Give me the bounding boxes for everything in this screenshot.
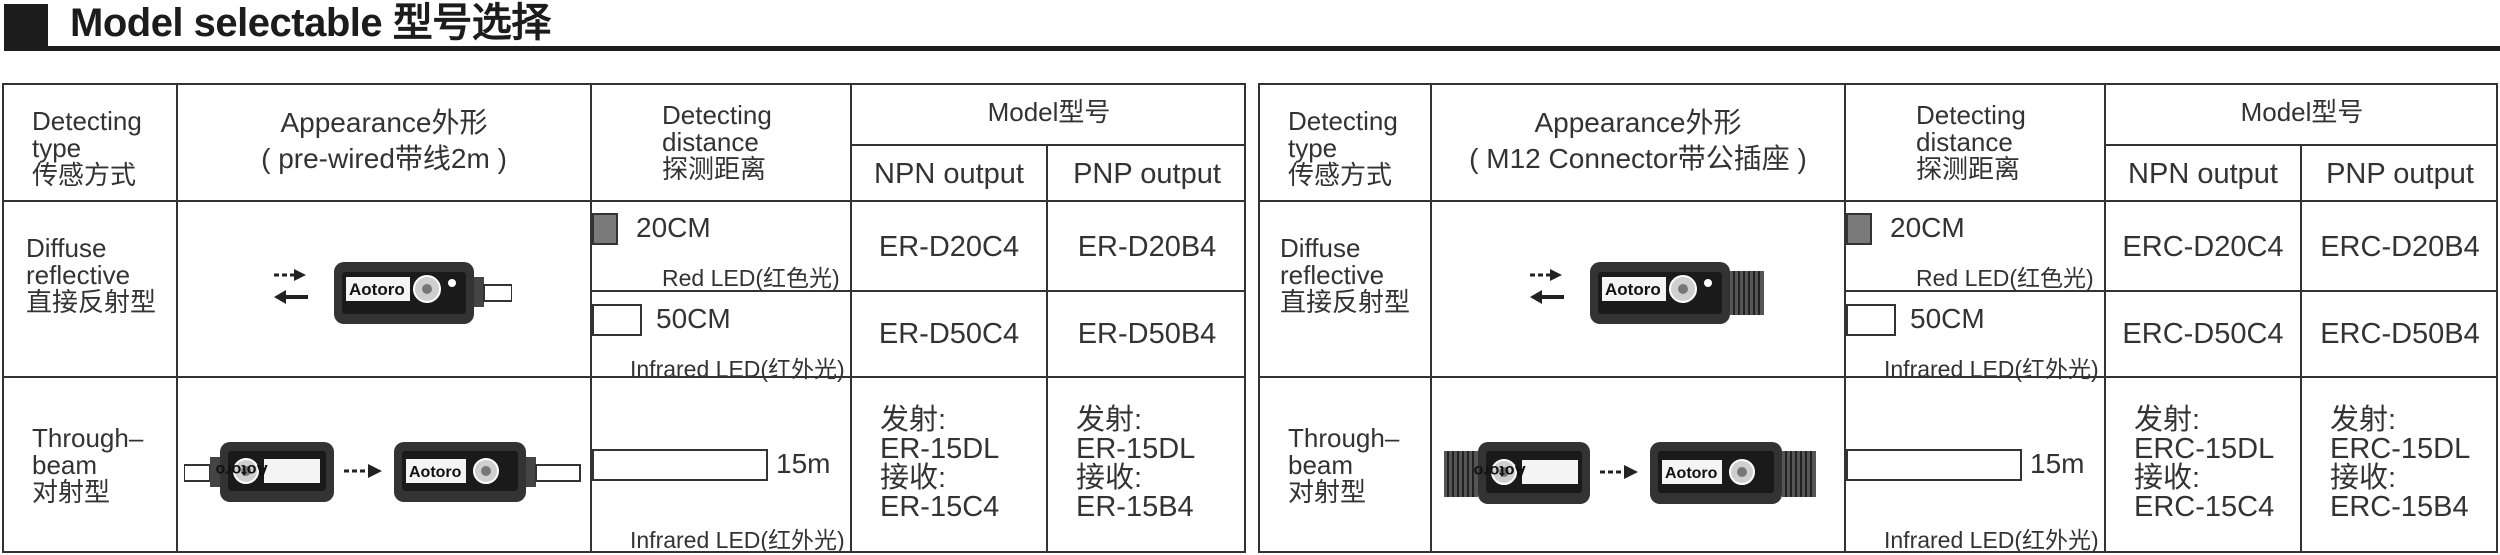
red-led-label: Red LED(红色光): [1916, 265, 2094, 291]
table-border: [1258, 83, 2498, 553]
grid-line: [850, 144, 1246, 146]
grid-line: [2, 376, 1246, 378]
grid-line: [2300, 144, 2302, 553]
header-npn-output: NPN output: [874, 158, 1024, 190]
model-pnp-infrared: ERC-D50B4: [2320, 318, 2480, 350]
brand-label: Aotoro: [1473, 462, 1526, 479]
model-npn-red: ER-D20C4: [878, 231, 1020, 263]
distance-20cm: 20CM: [1890, 212, 1965, 243]
grid-line: [1258, 376, 2498, 378]
through-beam-sensor-image: Aotoro Aotoro: [184, 442, 581, 502]
red-led-swatch: [592, 213, 618, 245]
grid-line: [2, 200, 1246, 202]
beam-led-label: Infrared LED(红外光): [1884, 527, 2099, 553]
page-title: Model selectable 型号选择: [70, 1, 551, 45]
grid-line: [2104, 144, 2498, 146]
distance-15m: 15m: [2030, 448, 2085, 479]
header-model: Model型号: [2240, 97, 2364, 127]
distance-15m: 15m: [776, 448, 831, 479]
through-beam-sensor-m12-image: Aotoro Aotoro: [1444, 442, 1816, 504]
diffuse-sensor-m12-image: Aotoro: [1530, 262, 1764, 324]
infrared-led-label: Infrared LED(红外光): [1884, 356, 2099, 382]
beam-led-label: Infrared LED(红外光): [630, 527, 845, 553]
model-npn-infrared: ER-D50C4: [878, 318, 1020, 350]
distance-50cm: 50CM: [656, 303, 731, 334]
grid-line: [1046, 144, 1048, 553]
red-led-swatch: [1846, 213, 1872, 245]
table-border: [2, 83, 1246, 553]
grid-line: [1844, 83, 1846, 553]
header-pnp-output: PNP output: [2326, 158, 2474, 190]
brand-label: Aotoro: [349, 280, 405, 299]
beam-bar: [592, 449, 768, 481]
infrared-led-swatch: [592, 304, 642, 336]
grid-line: [1258, 200, 2498, 202]
grid-line: [2104, 83, 2106, 553]
infrared-led-swatch: [1846, 304, 1896, 336]
brand-label: Aotoro: [215, 461, 268, 478]
distance-20cm: 20CM: [636, 212, 711, 243]
grid-line: [176, 83, 178, 553]
model-pnp-red: ER-D20B4: [1077, 231, 1217, 263]
header-pnp-output: PNP output: [1073, 158, 1221, 190]
grid-line: [1844, 290, 2498, 292]
header-appearance: Appearance外形( M12 Connector带公插座 ): [1469, 107, 1807, 174]
distance-50cm: 50CM: [1910, 303, 1985, 334]
header-block: [4, 4, 48, 46]
model-pnp-red: ERC-D20B4: [2320, 231, 2480, 263]
beam-bar: [1846, 449, 2022, 481]
brand-label: Aotoro: [1665, 465, 1718, 482]
infrared-led-label: Infrared LED(红外光): [630, 356, 845, 382]
model-npn-infrared: ERC-D50C4: [2122, 318, 2284, 350]
red-led-label: Red LED(红色光): [662, 265, 840, 291]
grid-line: [1430, 83, 1432, 553]
grid-line: [850, 83, 852, 553]
header-appearance: Appearance外形( pre-wired带线2m ): [261, 107, 507, 174]
header-model: Model型号: [987, 97, 1111, 127]
brand-label: Aotoro: [409, 464, 462, 481]
header-npn-output: NPN output: [2128, 158, 2278, 190]
model-pnp-infrared: ER-D50B4: [1077, 318, 1217, 350]
grid-line: [590, 83, 592, 553]
grid-line: [590, 290, 1246, 292]
diffuse-sensor-image: Aotoro: [274, 262, 512, 324]
header-rule: [4, 46, 2500, 51]
brand-label: Aotoro: [1605, 280, 1661, 299]
model-npn-red: ERC-D20C4: [2122, 231, 2284, 263]
